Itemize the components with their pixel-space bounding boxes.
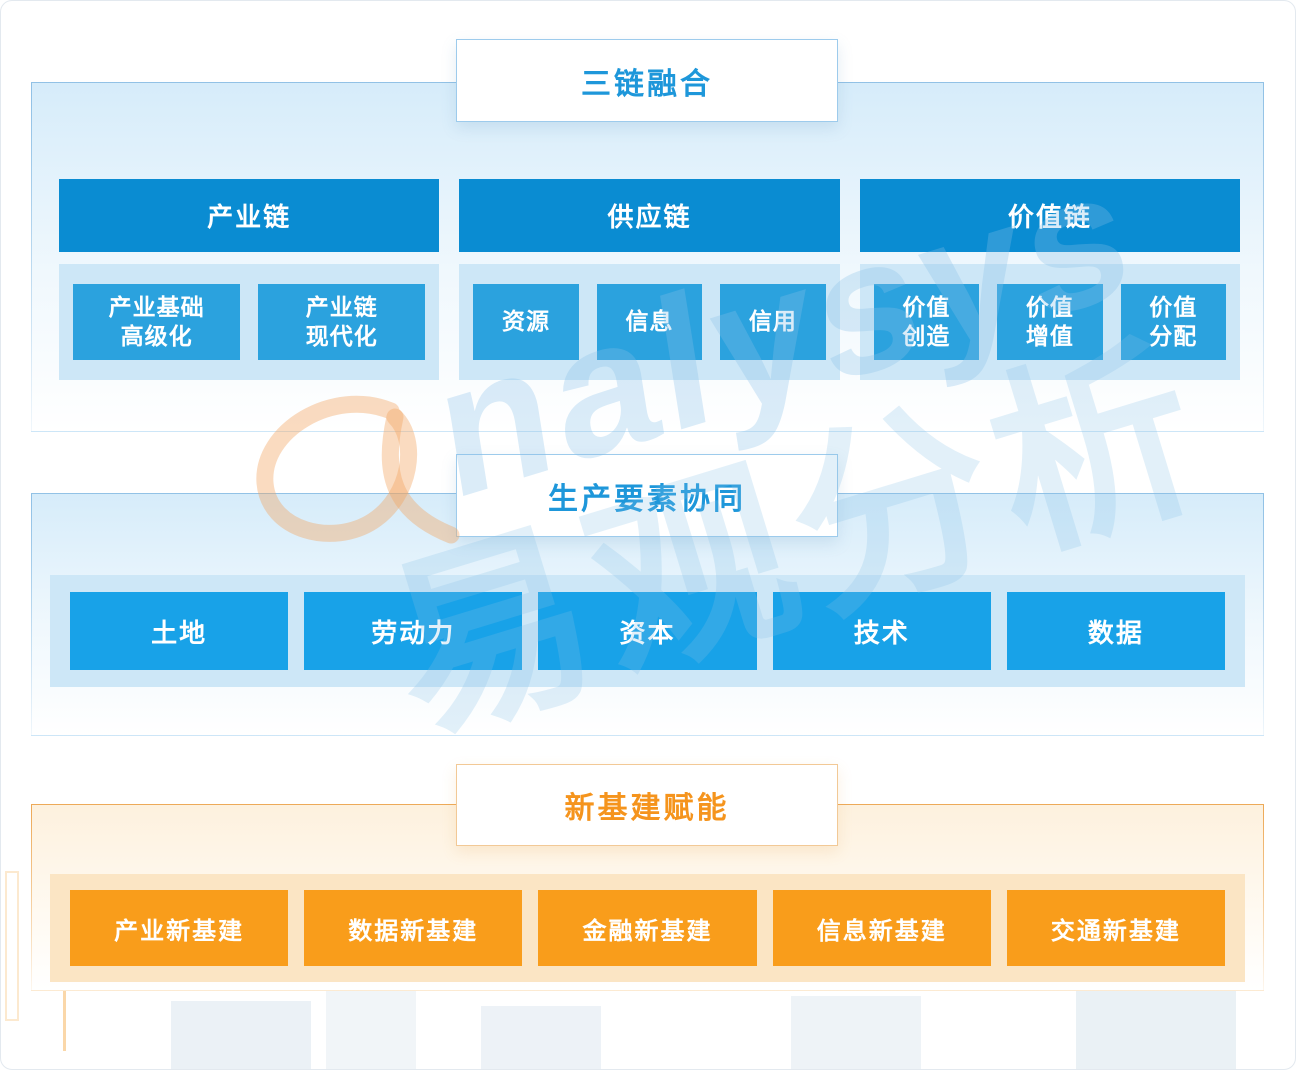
factors-panel: 土地 劳动力 资本 技术 数据 <box>50 575 1245 687</box>
infrastructure-item: 信息新基建 <box>772 890 991 966</box>
factor-item: 资本 <box>538 592 757 670</box>
value-chain-item: 价值 创造 <box>873 284 980 360</box>
infrastructure-item: 数据新基建 <box>304 890 523 966</box>
infrastructure-item: 交通新基建 <box>1006 890 1226 966</box>
section-title-new-infrastructure: 新基建赋能 <box>456 764 838 846</box>
skyline-building-decor <box>171 1001 311 1069</box>
supply-chain-panel: 资源 信息 信用 <box>459 264 840 380</box>
industry-chain-item: 产业链 现代化 <box>258 284 426 360</box>
column-value-chain: 价值链 价值 创造 价值 增值 价值 分配 <box>859 179 1240 380</box>
section-title-three-chains: 三链融合 <box>456 39 838 122</box>
infrastructure-panel: 产业新基建 数据新基建 金融新基建 信息新基建 交通新基建 <box>50 874 1245 982</box>
supply-chain-item: 信用 <box>720 284 826 360</box>
factor-item: 土地 <box>70 592 289 670</box>
supply-chain-header: 供应链 <box>459 179 840 252</box>
supply-chain-item: 信息 <box>596 284 703 360</box>
factor-item: 技术 <box>772 592 991 670</box>
infrastructure-item: 产业新基建 <box>70 890 289 966</box>
value-chain-item: 价值 分配 <box>1120 284 1226 360</box>
chains-row: 产业链 产业基础 高级化 产业链 现代化 供应链 资源 信息 信用 价值链 价值… <box>59 179 1240 380</box>
value-chain-item: 价值 增值 <box>997 284 1103 360</box>
value-chain-panel: 价值 创造 价值 增值 价值 分配 <box>859 264 1240 380</box>
orange-line-decor <box>63 951 66 1051</box>
column-supply-chain: 供应链 资源 信息 信用 <box>459 179 840 380</box>
skyline-building-decor <box>791 996 921 1069</box>
industry-chain-item: 产业基础 高级化 <box>73 284 241 360</box>
industry-chain-header: 产业链 <box>59 179 440 252</box>
value-chain-header: 价值链 <box>859 179 1240 252</box>
supply-chain-item: 资源 <box>473 284 579 360</box>
section-title-production-factors: 生产要素协同 <box>456 454 838 537</box>
skyline-building-decor <box>1076 976 1236 1069</box>
infrastructure-item: 金融新基建 <box>538 890 757 966</box>
factor-item: 劳动力 <box>304 592 523 670</box>
factor-item: 数据 <box>1006 592 1226 670</box>
skyline-building-decor <box>481 1006 601 1069</box>
orange-building-decor <box>5 871 19 1021</box>
industry-chain-panel: 产业基础 高级化 产业链 现代化 <box>59 264 440 380</box>
column-industry-chain: 产业链 产业基础 高级化 产业链 现代化 <box>59 179 440 380</box>
section-three-chains: 产业链 产业基础 高级化 产业链 现代化 供应链 资源 信息 信用 价值链 价值… <box>31 82 1264 432</box>
skyline-building-decor <box>326 986 416 1069</box>
